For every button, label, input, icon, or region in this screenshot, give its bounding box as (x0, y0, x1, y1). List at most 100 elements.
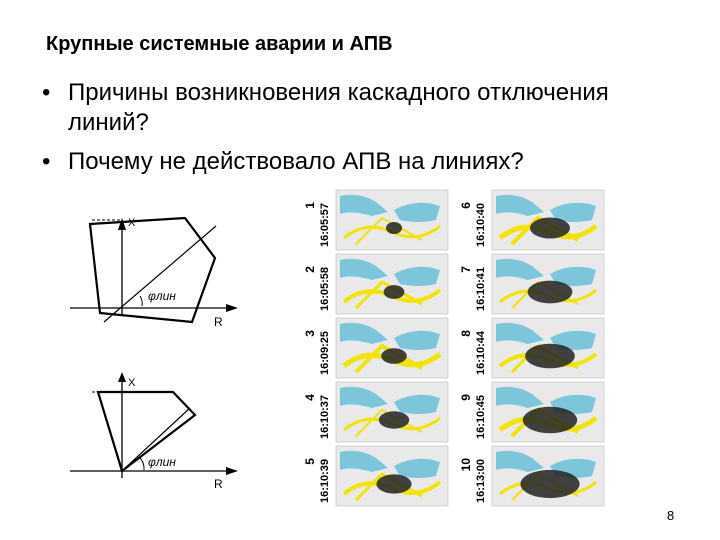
water-body (394, 266, 440, 286)
transmission-line (355, 216, 423, 245)
water-body (394, 394, 440, 414)
water-body (394, 202, 440, 222)
snapshot-time: 16:13:00 (475, 459, 487, 503)
snapshot-index: 2 (303, 266, 317, 273)
snapshot-time: 16:10:41 (475, 267, 487, 311)
outage-area (522, 406, 578, 434)
water-body (496, 322, 544, 344)
water-body (394, 330, 440, 350)
outage-area (527, 280, 573, 304)
snapshot-index: 3 (303, 330, 317, 337)
impedance-diagram-top: X R φлин (70, 216, 238, 329)
snapshot-index: 1 (303, 202, 317, 209)
snapshot-time: 16:05:58 (319, 267, 331, 311)
outage-area (525, 343, 575, 369)
bullet-text: Почему не действовало АПВ на линиях? (68, 148, 524, 175)
axis-r-label: R (214, 477, 223, 491)
outage-area (530, 217, 570, 239)
angle-label: φлин (148, 289, 176, 303)
angle-arc (139, 295, 143, 307)
outage-area (381, 348, 407, 364)
bullet-item-causes: • Причины возникновения каскадного отклю… (30, 78, 690, 138)
water-body (496, 450, 544, 472)
bullet-marker: • (42, 148, 51, 175)
characteristic-polygon (88, 216, 217, 324)
x-axis-arrow (118, 218, 126, 230)
outage-area (386, 222, 402, 234)
snapshot-index: 8 (459, 330, 473, 337)
water-body (340, 194, 388, 216)
transmission-line (355, 408, 423, 437)
snapshot-time: 16:10:40 (475, 203, 487, 247)
snapshot-index: 10 (459, 458, 473, 472)
snapshot-index: 4 (303, 394, 317, 401)
snapshot-index: 6 (459, 202, 473, 209)
snapshot-time: 16:05:57 (319, 203, 331, 247)
impedance-diagram-bottom: X R φлин (70, 372, 238, 491)
snapshot-time: 16:10:39 (319, 459, 331, 503)
outage-area (383, 285, 405, 299)
water-body (340, 450, 388, 472)
outage-area (376, 474, 412, 494)
r-axis-arrow (226, 467, 238, 475)
water-body (550, 202, 596, 222)
transmission-line (354, 280, 423, 310)
water-body (550, 266, 596, 286)
x-axis-arrow (118, 372, 126, 382)
water-body (340, 322, 388, 344)
water-body (340, 386, 388, 408)
water-body (496, 386, 544, 408)
water-body (394, 458, 440, 478)
water-body (340, 258, 388, 280)
transmission-line (354, 343, 423, 374)
r-axis-arrow (226, 304, 238, 312)
outage-area (520, 469, 580, 499)
snapshot-index: 9 (459, 394, 473, 401)
characteristic-polygon (96, 390, 197, 473)
axis-x-label: X (128, 217, 136, 229)
bullet-marker: • (42, 79, 51, 106)
axis-r-label: R (214, 315, 223, 329)
water-body (496, 194, 544, 216)
snapshot-time: 16:10:45 (475, 395, 487, 439)
page-number: 8 (667, 508, 675, 523)
snapshot-time: 16:09:25 (319, 331, 331, 375)
snapshot-time: 16:10:37 (319, 395, 331, 439)
water-body (496, 258, 544, 280)
line-impedance-ray (103, 225, 217, 323)
axis-x-label: X (128, 377, 136, 389)
snapshot-index: 7 (459, 266, 473, 273)
outage-area (378, 411, 410, 429)
bullet-text: Причины возникновения каскадного отключе… (68, 79, 609, 136)
bullet-item-autoreclose: • Почему не действовало АПВ на линиях? (30, 147, 690, 177)
bullet-list: • Причины возникновения каскадного отклю… (30, 78, 690, 186)
angle-arc (139, 457, 145, 471)
snapshot-time: 16:10:44 (475, 330, 487, 375)
line-impedance-ray (121, 407, 191, 472)
slide-title: Крупные системные аварии и АПВ (46, 33, 393, 55)
snapshot-index: 5 (303, 458, 317, 465)
angle-label: φлин (148, 455, 176, 469)
